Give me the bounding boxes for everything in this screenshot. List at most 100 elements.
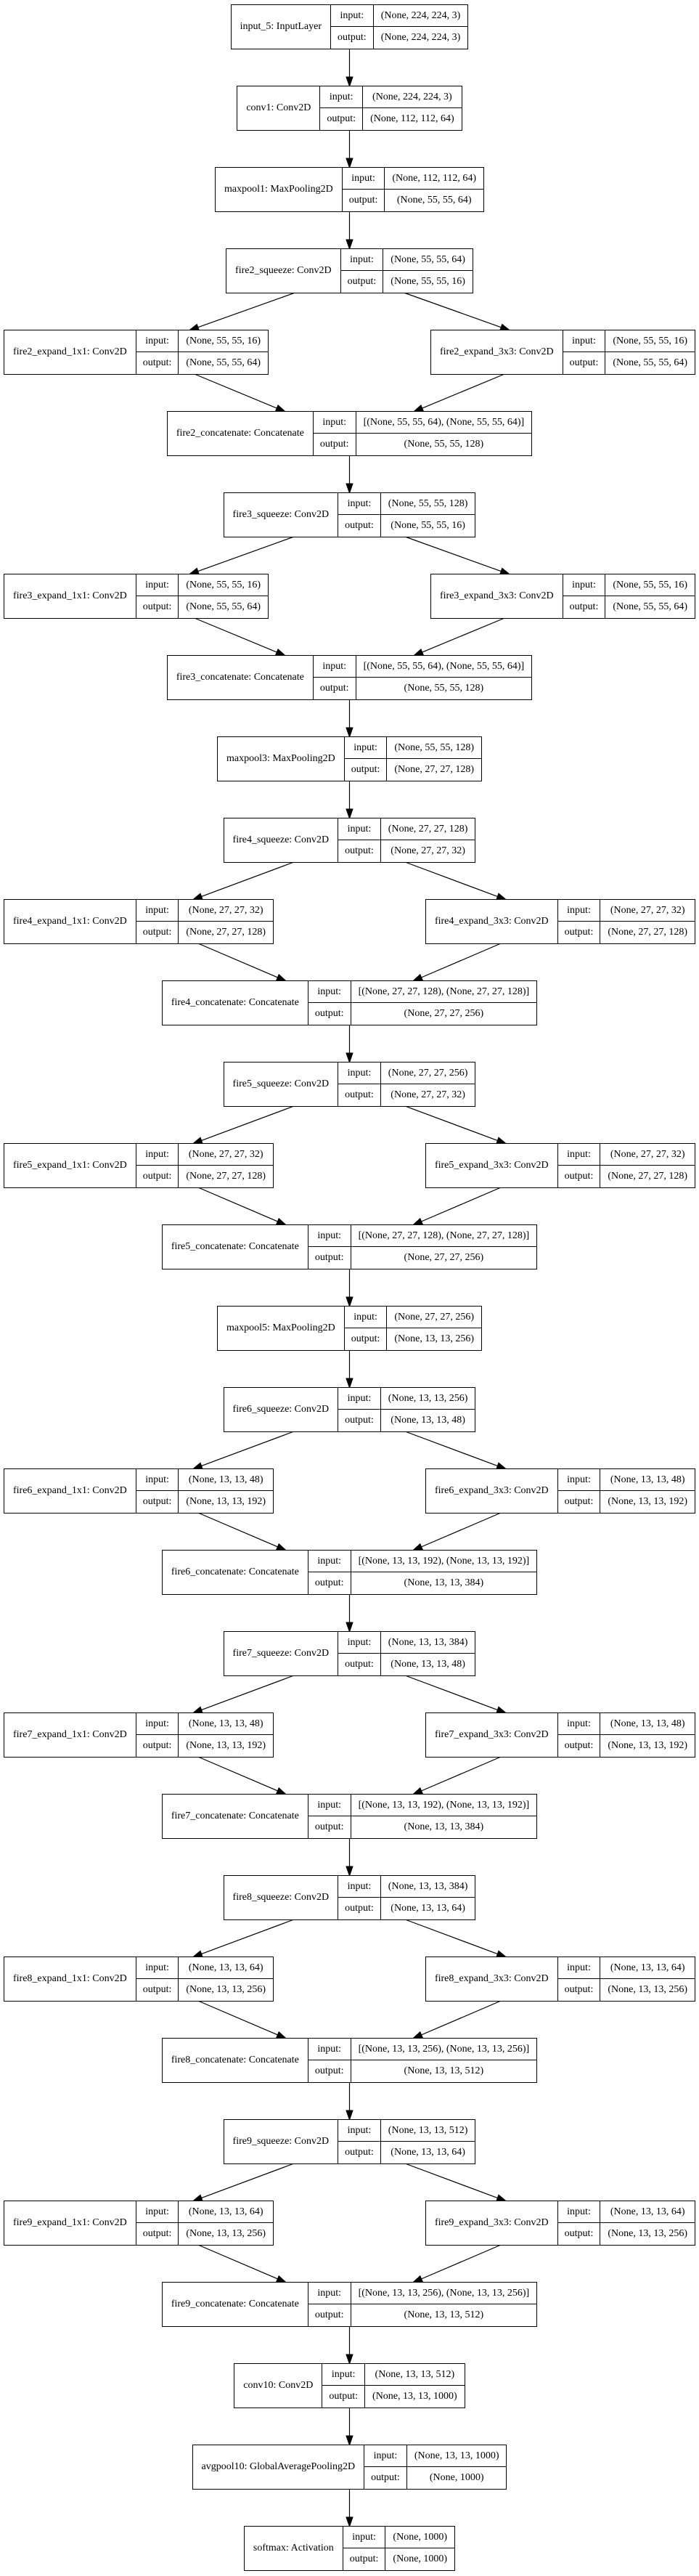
- arrowhead-icon: [346, 2110, 353, 2121]
- input-shape: [(None, 13, 13, 256), (None, 13, 13, 256…: [351, 2283, 537, 2304]
- input-shape: (None, 55, 55, 64): [383, 249, 473, 271]
- layer-label: input_5: InputLayer: [232, 5, 332, 49]
- input-shape: (None, 27, 27, 32): [600, 900, 695, 922]
- input-shape: (None, 1000): [385, 2527, 455, 2548]
- arrowhead-icon: [346, 1866, 353, 1877]
- layer-label: fire2_expand_1x1: Conv2D: [4, 330, 136, 374]
- output-shape: (None, 13, 13, 192): [186, 1740, 266, 1751]
- output-shape: (None, 13, 13, 64): [391, 2147, 465, 2158]
- input-label: input:: [557, 1469, 601, 1491]
- layer-label: conv1: Conv2D: [237, 86, 321, 130]
- input-label: input:: [136, 1144, 179, 1166]
- layer-label: fire7_expand_3x3: Conv2D: [426, 1713, 558, 1757]
- input-label: input:: [338, 1388, 381, 1410]
- output-label: output:: [563, 352, 606, 374]
- arrowhead-icon: [346, 727, 353, 739]
- output-label: output:: [308, 1816, 351, 1838]
- input-shape: [(None, 27, 27, 128), (None, 27, 27, 128…: [351, 981, 537, 1003]
- output-shape: (None, 55, 55, 128): [404, 439, 484, 450]
- output-shape: (None, 1000): [429, 2472, 484, 2483]
- output-label: output:: [322, 2386, 366, 2408]
- output-label: output:: [136, 922, 179, 943]
- input-label: input:: [338, 818, 381, 840]
- input-shape: (None, 224, 224, 3): [363, 86, 462, 108]
- output-shape: (None, 13, 13, 48): [391, 1415, 465, 1426]
- arrowhead-icon: [346, 1378, 353, 1389]
- output-shape: (None, 13, 13, 1000): [372, 2391, 457, 2402]
- output-label: output:: [320, 108, 364, 130]
- input-shape: (None, 27, 27, 128): [380, 818, 475, 840]
- arrowhead-icon: [346, 1622, 353, 1633]
- output-label: output:: [343, 190, 385, 211]
- input-label: input:: [338, 1063, 381, 1084]
- input-shape: (None, 13, 13, 48): [179, 1469, 274, 1491]
- input-shape: [(None, 55, 55, 64), (None, 55, 55, 64)]: [356, 412, 532, 434]
- layer-label: fire5_concatenate: Concatenate: [163, 1225, 308, 1269]
- input-shape: (None, 27, 27, 32): [600, 1144, 695, 1166]
- input-label: input:: [136, 1713, 179, 1735]
- input-label: input:: [308, 1551, 351, 1572]
- input-label: input:: [308, 981, 351, 1003]
- input-shape: (None, 224, 224, 3): [373, 5, 468, 27]
- output-shape: (None, 13, 13, 192): [608, 1496, 687, 1507]
- edge-line-fire7_expand_1x1-to-fire7_concatenate: [197, 1756, 278, 1792]
- output-label: output:: [364, 2467, 407, 2489]
- input-label: input:: [338, 2120, 381, 2142]
- output-label: output:: [338, 1898, 381, 1919]
- output-shape: (None, 13, 13, 48): [391, 1659, 465, 1670]
- output-label: output:: [345, 1328, 388, 1350]
- input-shape: (None, 13, 13, 64): [600, 1957, 695, 1979]
- layer-label: fire2_squeeze: Conv2D: [226, 249, 341, 293]
- edge-line-fire6_squeeze-to-fire6_expand_3x3: [404, 1431, 498, 1467]
- input-label: input:: [557, 1713, 601, 1735]
- layer-label: fire4_expand_1x1: Conv2D: [4, 900, 136, 943]
- output-label: output:: [558, 1166, 601, 1187]
- layer-label: fire9_squeeze: Conv2D: [224, 2120, 339, 2163]
- edge-line-fire7_expand_3x3-to-fire7_concatenate: [421, 1756, 502, 1792]
- input-label: input:: [563, 330, 606, 352]
- input-label: input:: [557, 1144, 601, 1166]
- input-label: input:: [338, 1632, 381, 1654]
- input-shape: (None, 13, 13, 256): [380, 1388, 475, 1410]
- edge-line-fire4_expand_1x1-to-fire4_concatenate: [197, 943, 278, 978]
- input-label: input:: [308, 1225, 351, 1247]
- output-shape: (None, 13, 13, 192): [608, 1740, 687, 1751]
- layer-label: maxpool3: MaxPooling2D: [218, 737, 345, 781]
- output-shape: (None, 13, 13, 384): [404, 1577, 484, 1588]
- edge-line-fire7_squeeze-to-fire7_expand_3x3: [404, 1675, 498, 1711]
- edge-line-fire5_squeeze-to-fire5_expand_3x3: [404, 1105, 498, 1142]
- input-label: input:: [344, 1307, 388, 1328]
- arrowhead-icon: [346, 1296, 353, 1308]
- layer-label: fire9_expand_3x3: Conv2D: [426, 2201, 558, 2245]
- layer-label: fire4_concatenate: Concatenate: [163, 981, 308, 1025]
